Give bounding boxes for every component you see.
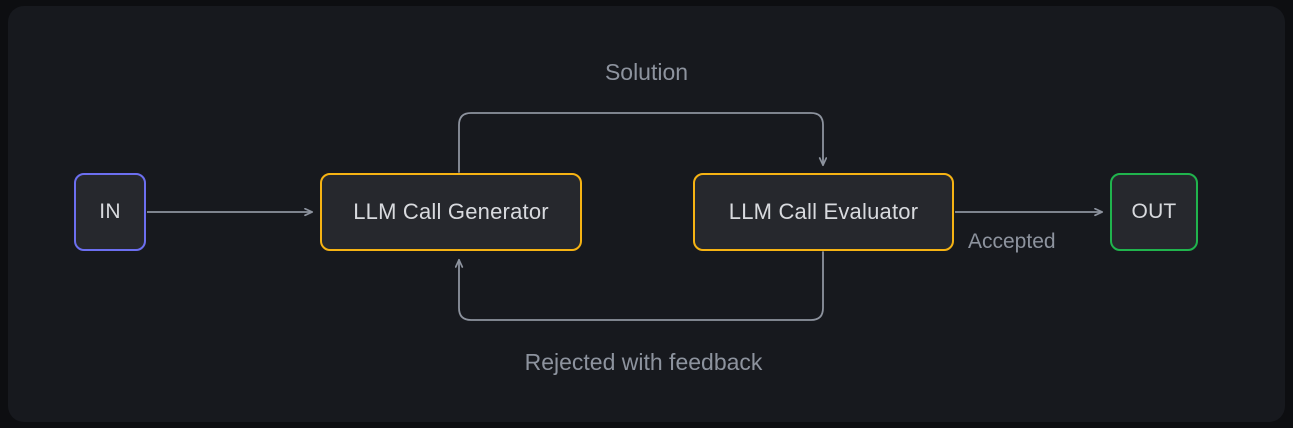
- edge-label-solution: Solution: [604, 59, 689, 85]
- edge-label-rejected-with-feedback: Rejected with feedback: [524, 349, 763, 375]
- diagram-panel: [8, 6, 1285, 422]
- node-out[interactable]: OUT: [1110, 173, 1198, 251]
- edge-label-accepted: Accepted: [968, 230, 1056, 253]
- node-llm-call-generator[interactable]: LLM Call Generator: [320, 173, 582, 251]
- node-in[interactable]: IN: [74, 173, 146, 251]
- node-llm-call-evaluator[interactable]: LLM Call Evaluator: [693, 173, 954, 251]
